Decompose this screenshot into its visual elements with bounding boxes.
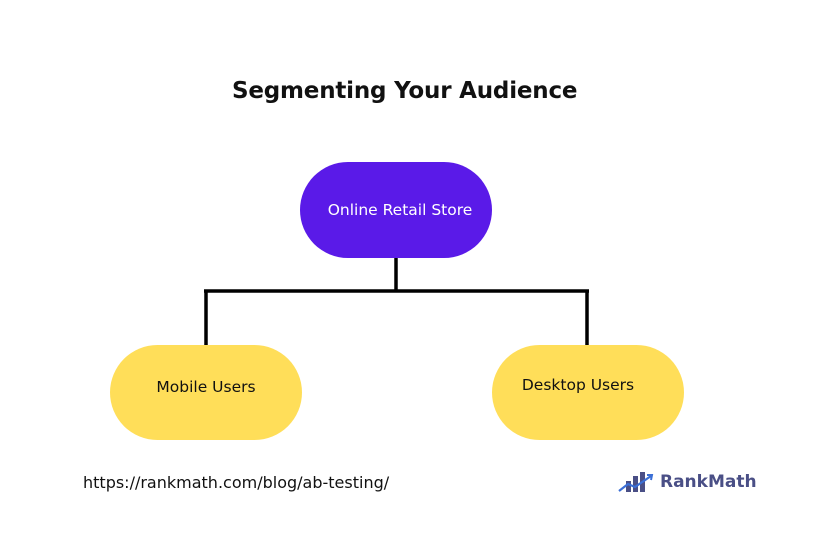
node-online-retail-store: Online Retail Store <box>300 162 492 258</box>
brand-name: RankMath <box>660 472 757 492</box>
brand-logo: RankMath <box>618 470 757 494</box>
node-mobile-users: Mobile Users <box>110 345 302 440</box>
node-root-label: Online Retail Store <box>327 201 473 219</box>
node-right-label: Desktop Users <box>521 375 635 394</box>
node-left-label: Mobile Users <box>156 377 256 396</box>
source-url: https://rankmath.com/blog/ab-testing/ <box>83 473 390 492</box>
diagram-title: Segmenting Your Audience <box>232 78 578 104</box>
node-desktop-users: Desktop Users <box>492 345 684 440</box>
bar-chart-logo-icon <box>618 472 654 492</box>
